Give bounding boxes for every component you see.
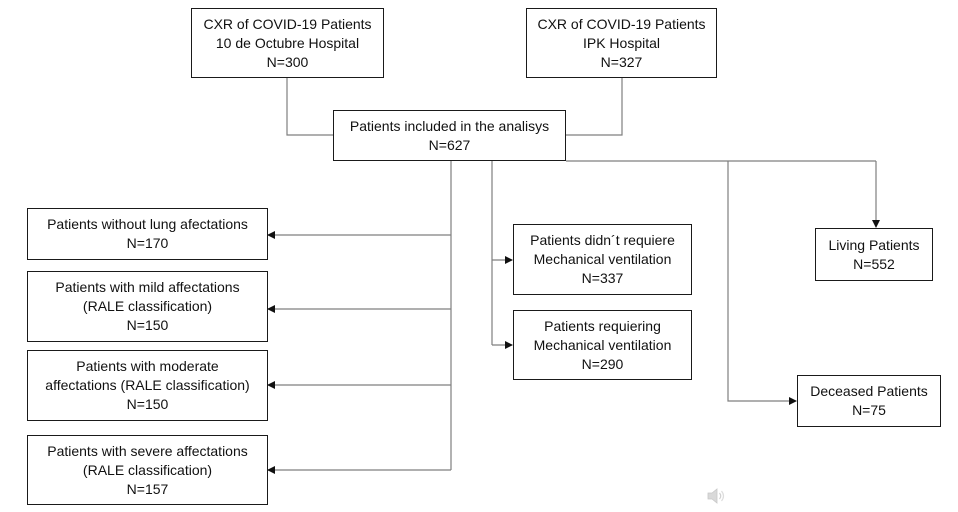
moderate-affectation-box: Patients with moderate affectations (RAL… — [27, 350, 268, 421]
no-ventilation-line-2: Mechanical ventilation — [533, 251, 672, 267]
ventilation-line-3: N=290 — [581, 355, 624, 372]
no-ventilation-line-3: N=337 — [581, 270, 624, 286]
moderate-line-3: N=150 — [126, 396, 169, 412]
included-box: Patients included in the analisys N=627 — [333, 110, 566, 161]
source-box-ipk: CXR of COVID-19 Patients IPK Hospital N=… — [526, 8, 717, 78]
deceased-line-2: N=75 — [852, 402, 886, 418]
severe-line-2: (RALE classification) — [82, 461, 213, 478]
severe-line-3: N=157 — [126, 480, 169, 497]
no-lung-line-2: N=170 — [126, 235, 169, 251]
connector-source2-to-included — [566, 78, 623, 136]
included-line-2: N=627 — [428, 136, 471, 153]
severe-line-1: Patients with severe affectations — [47, 442, 248, 459]
mild-line-3: N=150 — [126, 317, 169, 333]
source-1-line-1: CXR of COVID-19 Patients — [203, 15, 372, 32]
mild-line-2: (RALE classification) — [82, 298, 213, 314]
no-lung-line-1: Patients without lung afectations — [47, 216, 248, 232]
severe-affectation-box: Patients with severe affectations (RALE … — [27, 435, 268, 505]
no-lung-affectation-box: Patients without lung afectations N=170 — [27, 208, 268, 260]
mild-affectation-box: Patients with mild affectations (RALE cl… — [27, 271, 268, 342]
ventilation-box: Patients requiering Mechanical ventilati… — [513, 310, 692, 380]
included-line-1: Patients included in the analisys — [349, 117, 550, 134]
mild-line-1: Patients with mild affectations — [55, 279, 240, 295]
ventilation-line-2: Mechanical ventilation — [533, 336, 672, 353]
ventilation-line-1: Patients requiering — [544, 317, 661, 334]
no-ventilation-line-1: Patients didn´t requiere — [530, 232, 675, 248]
connector-outcome-branch — [727, 161, 788, 402]
source-1-line-3: N=300 — [266, 53, 309, 70]
moderate-line-1: Patients with moderate — [76, 358, 219, 374]
deceased-line-1: Deceased Patients — [810, 383, 928, 399]
living-line-1: Living Patients — [828, 236, 920, 253]
living-line-2: N=552 — [853, 255, 895, 272]
connector-source1-to-included — [286, 78, 333, 136]
source-1-line-2: 10 de Octubre Hospital — [215, 34, 360, 51]
source-2-line-1: CXR of COVID-19 Patients — [537, 15, 706, 32]
speaker-icon[interactable] — [706, 487, 726, 505]
no-ventilation-box: Patients didn´t requiere Mechanical vent… — [513, 224, 692, 295]
source-2-line-2: IPK Hospital — [582, 34, 661, 51]
living-patients-box: Living Patients N=552 — [815, 228, 933, 281]
moderate-line-2: affectations (RALE classification) — [45, 377, 250, 393]
deceased-patients-box: Deceased Patients N=75 — [797, 375, 941, 427]
source-2-line-3: N=327 — [600, 53, 643, 70]
source-box-10-de-octubre: CXR of COVID-19 Patients 10 de Octubre H… — [191, 8, 384, 78]
